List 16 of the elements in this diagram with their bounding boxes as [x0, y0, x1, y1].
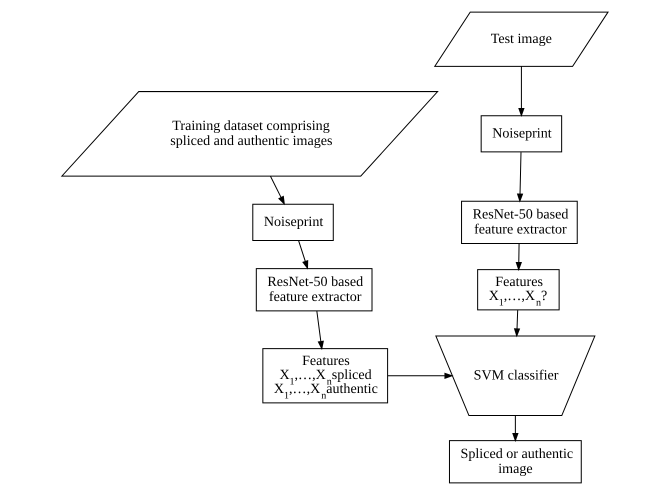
node-box: Spliced or authentic image [448, 440, 582, 484]
arrow [518, 66, 524, 118]
node-box: ResNet-50 based feature extractor [460, 200, 578, 244]
node-box: ResNet-50 based feature extractor [255, 268, 372, 312]
arrow [387, 372, 454, 379]
node-box: Features X$_{1}$,…,X$_{n}$spliced X$_{1}$,…,X$_{n}$authentic [262, 348, 388, 404]
arrow [513, 310, 520, 338]
node-box: Noiseprint [252, 204, 334, 241]
node-box: Noiseprint [480, 115, 562, 152]
node-box: Features X$_{1}$,…,X$_{n}$? [476, 269, 560, 310]
arrow [270, 176, 284, 206]
arrow [512, 416, 518, 442]
arrow [515, 244, 522, 272]
arrow [298, 240, 308, 270]
arrow [516, 152, 523, 203]
arrow [316, 311, 324, 350]
